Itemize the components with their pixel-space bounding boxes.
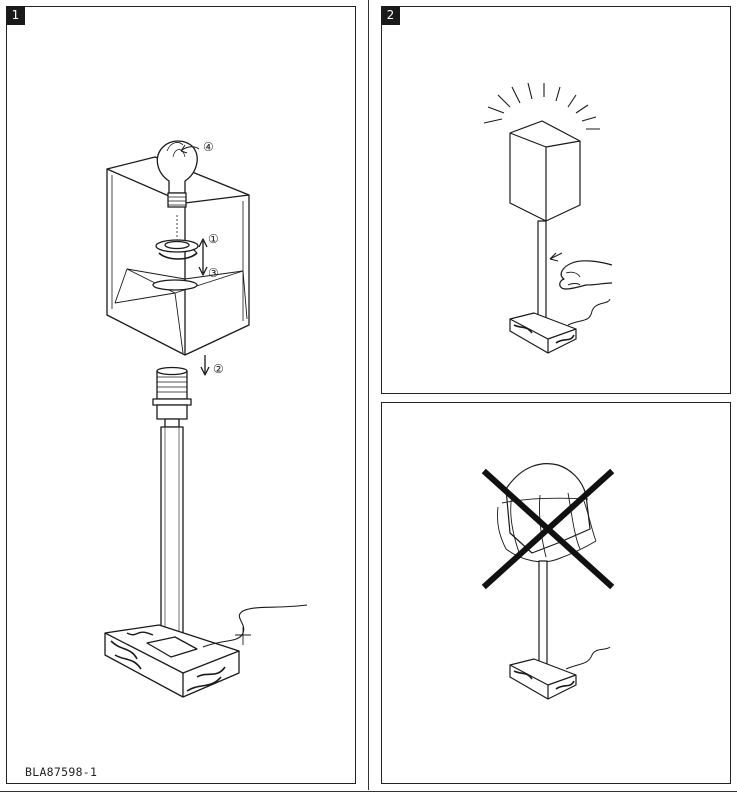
lit-shade-drawing [509,120,581,222]
callout-3: ③ [208,266,219,280]
hand-drawing [559,260,613,290]
lamp-socket-drawing [152,366,192,428]
step-1-panel: 1 [6,6,356,784]
shade-ring-drawing [155,239,199,260]
light-rays-drawing [483,82,600,130]
prohibited-x-icon [481,468,615,590]
light-bulb-drawing [156,140,198,208]
draped-cloth-drawing [497,463,597,563]
step-2-panel: 2 [381,6,731,394]
warning-panel [381,402,731,784]
lamp-stem-drawing [160,426,184,656]
callout-1: ① [208,232,219,246]
small-marble-base-drawing [509,312,577,354]
assembly-illustration: ④ ① ③ ② [104,140,308,698]
center-divider [368,0,370,790]
step-2-badge: 2 [381,6,400,25]
touch-operation-illustration [483,82,613,354]
warning-marble-base-drawing [509,658,577,700]
marble-base-drawing [104,624,240,698]
bottom-rule [0,791,737,793]
callout-4: ④ [203,140,214,154]
callout-2: ② [213,362,224,376]
document-code: BLA87598-1 [25,765,98,779]
step-1-badge: 1 [6,6,25,25]
do-not-cover-illustration [481,463,615,700]
